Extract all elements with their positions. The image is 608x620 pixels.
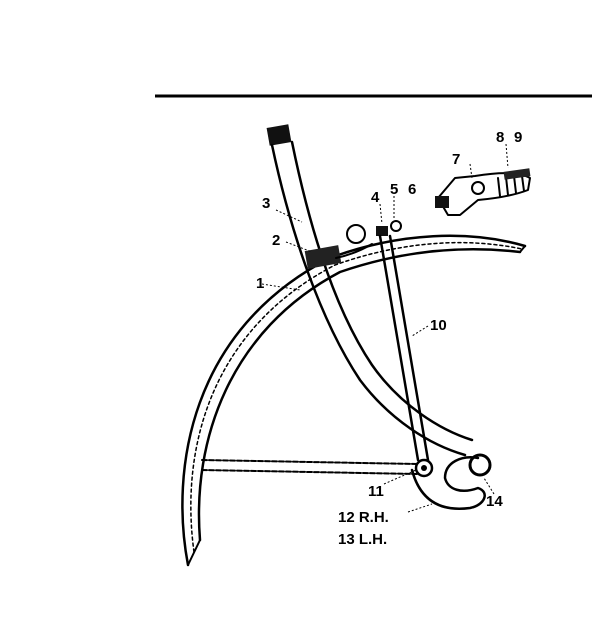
leader-lines: [261, 143, 509, 513]
callout-5: 5: [390, 181, 398, 198]
callout-3: 3: [262, 195, 270, 212]
callout-11: 11: [368, 483, 384, 500]
tube-cap: [266, 124, 292, 146]
axle-nut: [468, 453, 492, 477]
callout-7: 7: [452, 151, 460, 168]
callout-13: 13 L.H.: [338, 531, 387, 548]
strut-tube: [266, 124, 474, 457]
fender: [181, 234, 527, 567]
bolt-and-nut: [376, 220, 402, 236]
brace-rod: [378, 234, 430, 462]
reflector-bracket: [435, 168, 531, 216]
callout-8: 8: [496, 129, 504, 146]
callout-4: 4: [371, 189, 380, 206]
lower-stay: [201, 459, 419, 475]
callout-9: 9: [514, 129, 522, 146]
callout-1: 1: [256, 275, 264, 292]
callout-12: 12 R.H.: [338, 509, 389, 526]
callout-2: 2: [272, 232, 280, 249]
callout-14: 14: [486, 493, 503, 510]
dropout-bracket: [410, 456, 486, 510]
clamp: [304, 224, 373, 269]
callout-10: 10: [430, 317, 447, 334]
callout-6: 6: [408, 181, 416, 198]
